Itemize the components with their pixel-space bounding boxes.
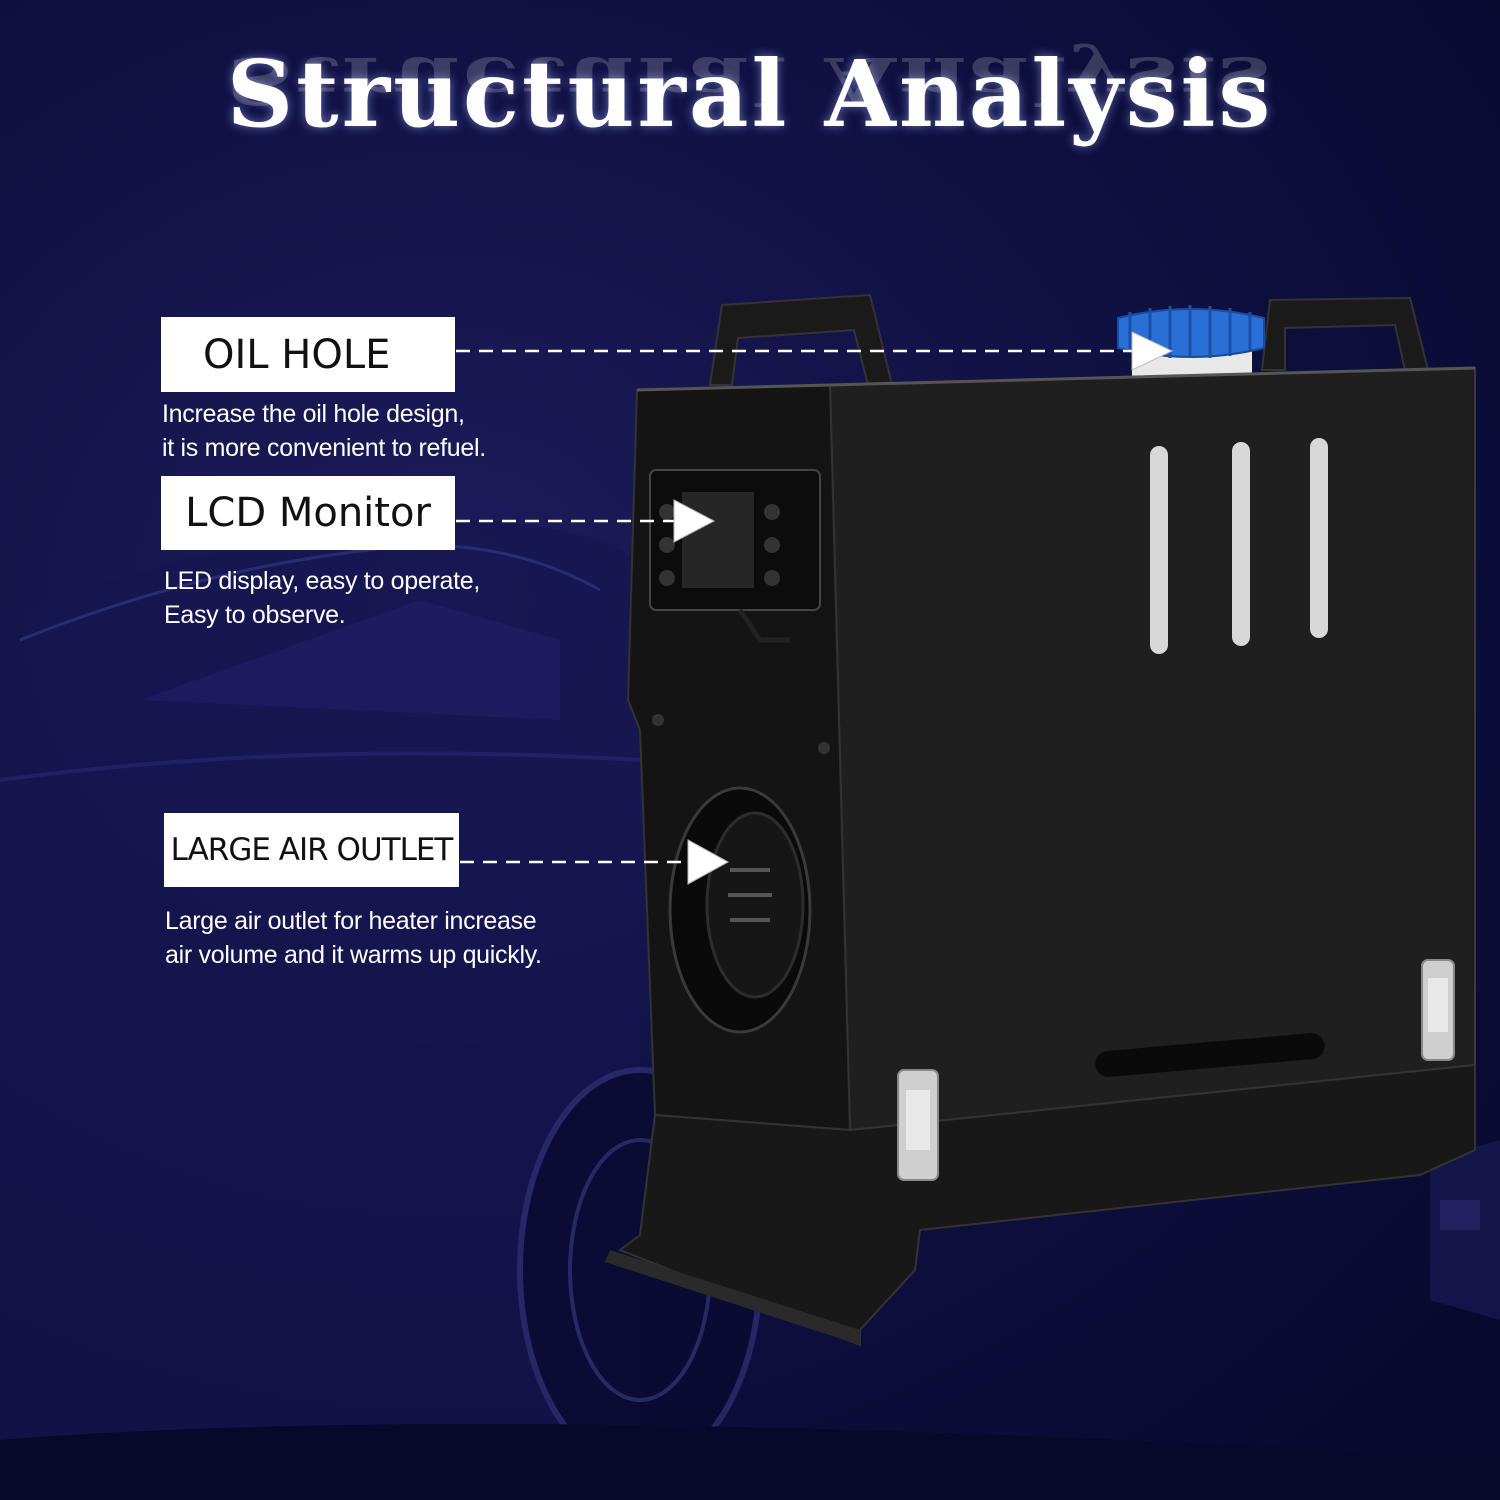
desc-large-air-outlet: Large air outlet for heater increase air… — [165, 904, 542, 972]
latch-icon — [1421, 959, 1455, 1061]
desc-oil-hole-line2: it is more convenient to refuel. — [162, 434, 486, 462]
pointer-arrow-icon — [687, 839, 730, 885]
page-title: Structural Analysis — [226, 40, 1274, 148]
vent-slot — [1232, 442, 1250, 646]
desc-lcd-monitor: LED display, easy to operate, Easy to ob… — [164, 564, 480, 632]
lcd-screen-icon — [649, 469, 821, 643]
desc-air-line1: Large air outlet for heater increase — [165, 907, 537, 935]
desc-lcd-line2: Easy to observe. — [164, 601, 346, 629]
air-outlet-icon — [668, 786, 812, 1034]
latch-icon — [897, 1069, 939, 1181]
pointer-arrow-icon — [673, 499, 716, 543]
desc-air-line2: air volume and it warms up quickly. — [165, 941, 542, 969]
label-lcd-monitor: LCD Monitor — [161, 476, 455, 550]
right-handle — [1260, 296, 1430, 371]
desc-oil-hole-line1: Increase the oil hole design, — [162, 400, 465, 428]
desc-lcd-line1: LED display, easy to operate, — [164, 567, 481, 595]
pointer-arrow-icon — [1131, 331, 1174, 371]
vent-slot — [1310, 438, 1328, 638]
label-oil-hole: OIL HOLE — [161, 317, 455, 392]
vent-slot — [1150, 446, 1168, 654]
label-large-air-outlet: LARGE AIR OUTLET — [164, 813, 459, 887]
left-handle — [708, 293, 894, 386]
desc-oil-hole: Increase the oil hole design, it is more… — [162, 397, 486, 465]
